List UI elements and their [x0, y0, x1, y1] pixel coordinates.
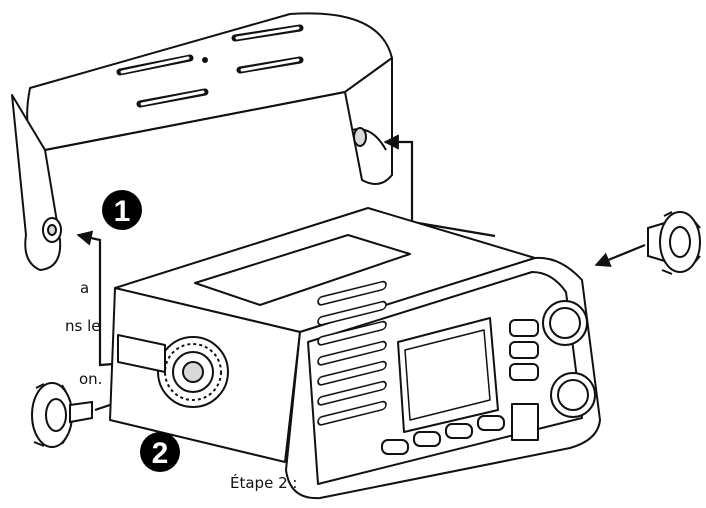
radio-unit-icon — [109, 207, 601, 500]
mounting-bracket-icon — [11, 12, 393, 271]
svg-text:2: 2 — [152, 437, 169, 470]
svg-text:1: 1 — [114, 195, 131, 228]
arrow-to-right-leg — [383, 134, 496, 238]
speaker-grille — [317, 280, 387, 426]
step-marker-2: 2 — [140, 432, 180, 472]
text-fragment-1: a — [80, 279, 90, 297]
text-fragment-2: ns le — [65, 317, 101, 335]
text-fragment-3: on. — [79, 370, 103, 388]
step-2-caption: Étape 2 : — [230, 474, 298, 492]
arrow-right-knob — [594, 243, 646, 267]
knob-left-icon — [31, 382, 93, 448]
step-marker-1: 1 — [102, 190, 142, 230]
knob-right-icon — [647, 211, 701, 275]
